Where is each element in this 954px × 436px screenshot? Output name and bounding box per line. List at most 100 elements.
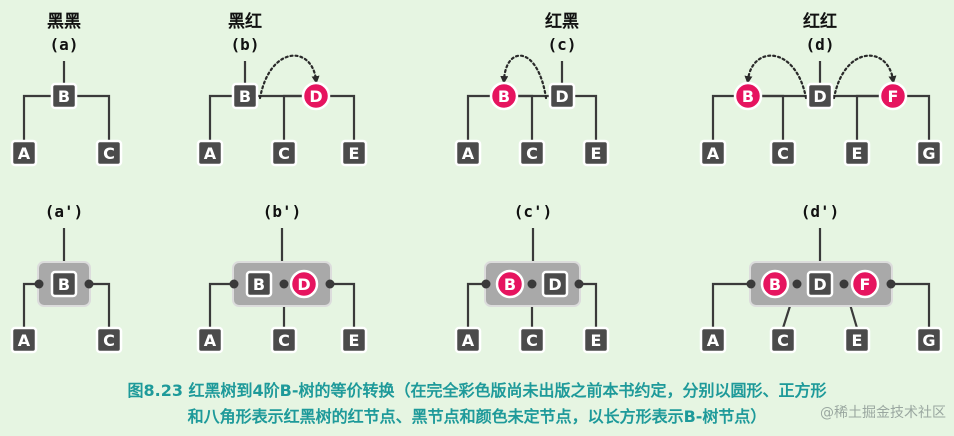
svg-text:A: A bbox=[18, 144, 31, 163]
node-B-red: B bbox=[760, 269, 790, 299]
svg-text:B: B bbox=[58, 87, 70, 106]
node-C-black: C bbox=[95, 139, 123, 167]
svg-text:A: A bbox=[204, 144, 217, 163]
node-B-black: B bbox=[245, 270, 273, 298]
node-B-red: B bbox=[489, 81, 519, 111]
svg-text:B: B bbox=[253, 275, 265, 294]
tree-b: B D A C E bbox=[196, 54, 368, 167]
btree-b: B D A C E bbox=[196, 228, 368, 354]
svg-text:A: A bbox=[204, 331, 217, 350]
node-G-black: G bbox=[915, 139, 943, 167]
node-D-black: D bbox=[806, 82, 834, 110]
tree-d: D B F A C E G bbox=[699, 54, 943, 167]
svg-text:B: B bbox=[58, 275, 70, 294]
node-F-red: F bbox=[878, 81, 908, 111]
svg-text:A: A bbox=[462, 144, 475, 163]
node-C-black: C bbox=[518, 326, 546, 354]
svg-text:E: E bbox=[349, 331, 360, 350]
node-B-red: B bbox=[733, 81, 763, 111]
figure-caption-line1: 图8.23 红黑树到4阶B-树的等价转换（在完全彩色版尚未出版之前本书约定，分别… bbox=[127, 381, 827, 400]
node-A-black: A bbox=[454, 326, 482, 354]
node-E-black: E bbox=[340, 139, 368, 167]
node-B-black: B bbox=[50, 82, 78, 110]
svg-text:D: D bbox=[555, 87, 568, 106]
node-E-black: E bbox=[843, 139, 871, 167]
watermark: @稀土掘金技术社区 bbox=[820, 405, 946, 421]
svg-text:G: G bbox=[922, 144, 935, 163]
node-G-black: G bbox=[915, 326, 943, 354]
svg-text:E: E bbox=[852, 331, 863, 350]
node-E-black: E bbox=[340, 326, 368, 354]
svg-text:B: B bbox=[769, 275, 781, 294]
svg-text:B: B bbox=[498, 87, 510, 106]
btree-c: B D A C E bbox=[454, 228, 610, 354]
node-C-black: C bbox=[769, 139, 797, 167]
node-D-black: D bbox=[806, 270, 834, 298]
node-B-black: B bbox=[231, 82, 259, 110]
node-A-black: A bbox=[699, 139, 727, 167]
node-C-black: C bbox=[270, 326, 298, 354]
svg-text:B: B bbox=[504, 275, 516, 294]
svg-text:B: B bbox=[239, 87, 251, 106]
node-D-red: D bbox=[301, 81, 331, 111]
svg-text:C: C bbox=[103, 331, 115, 350]
svg-text:E: E bbox=[852, 144, 863, 163]
svg-text:C: C bbox=[278, 144, 290, 163]
node-B-black: B bbox=[50, 270, 78, 298]
svg-text:E: E bbox=[591, 144, 602, 163]
bottom-label-d: (d') bbox=[801, 202, 840, 221]
svg-text:F: F bbox=[860, 275, 871, 294]
node-A-black: A bbox=[10, 326, 38, 354]
svg-text:D: D bbox=[309, 87, 322, 106]
header-label-b: (b) bbox=[231, 35, 260, 54]
node-E-black: E bbox=[582, 326, 610, 354]
node-A-black: A bbox=[10, 139, 38, 167]
bottom-label-c: (c') bbox=[514, 202, 553, 221]
svg-text:D: D bbox=[548, 275, 561, 294]
tree-c: D B A C E bbox=[454, 54, 610, 167]
node-B-red: B bbox=[495, 269, 525, 299]
svg-text:C: C bbox=[526, 144, 538, 163]
svg-text:C: C bbox=[526, 331, 538, 350]
node-C-black: C bbox=[518, 139, 546, 167]
svg-text:D: D bbox=[813, 87, 826, 106]
bottom-label-a: (a') bbox=[45, 202, 84, 221]
node-A-black: A bbox=[454, 139, 482, 167]
svg-text:A: A bbox=[18, 331, 31, 350]
svg-text:A: A bbox=[462, 331, 475, 350]
svg-text:E: E bbox=[349, 144, 360, 163]
node-F-red: F bbox=[850, 269, 880, 299]
btree-a: B A C bbox=[10, 228, 123, 354]
header-title-d: 红红 bbox=[803, 11, 837, 32]
svg-text:C: C bbox=[103, 144, 115, 163]
node-E-black: E bbox=[843, 326, 871, 354]
header-title-b: 黑红 bbox=[228, 11, 262, 32]
svg-text:D: D bbox=[813, 275, 826, 294]
svg-text:G: G bbox=[922, 331, 935, 350]
svg-text:E: E bbox=[591, 331, 602, 350]
node-D-red: D bbox=[289, 269, 319, 299]
tree-a: B A C bbox=[10, 61, 123, 167]
svg-text:F: F bbox=[888, 87, 899, 106]
node-D-black: D bbox=[541, 270, 569, 298]
svg-text:C: C bbox=[777, 144, 789, 163]
svg-text:B: B bbox=[742, 87, 754, 106]
node-C-black: C bbox=[95, 326, 123, 354]
node-C-black: C bbox=[769, 326, 797, 354]
node-A-black: A bbox=[196, 139, 224, 167]
node-D-black: D bbox=[548, 82, 576, 110]
header-title-c: 红黑 bbox=[545, 11, 579, 32]
btree-d: B D F A C E G bbox=[699, 228, 943, 354]
node-E-black: E bbox=[582, 139, 610, 167]
node-A-black: A bbox=[699, 326, 727, 354]
svg-text:A: A bbox=[707, 331, 720, 350]
header-label-c: (c) bbox=[548, 35, 577, 54]
svg-text:C: C bbox=[777, 331, 789, 350]
svg-text:C: C bbox=[278, 331, 290, 350]
header-title-a: 黑黑 bbox=[47, 12, 81, 32]
header-label-d: (d) bbox=[806, 35, 835, 54]
svg-text:A: A bbox=[707, 144, 720, 163]
node-A-black: A bbox=[196, 326, 224, 354]
bottom-label-b: (b') bbox=[263, 202, 302, 221]
